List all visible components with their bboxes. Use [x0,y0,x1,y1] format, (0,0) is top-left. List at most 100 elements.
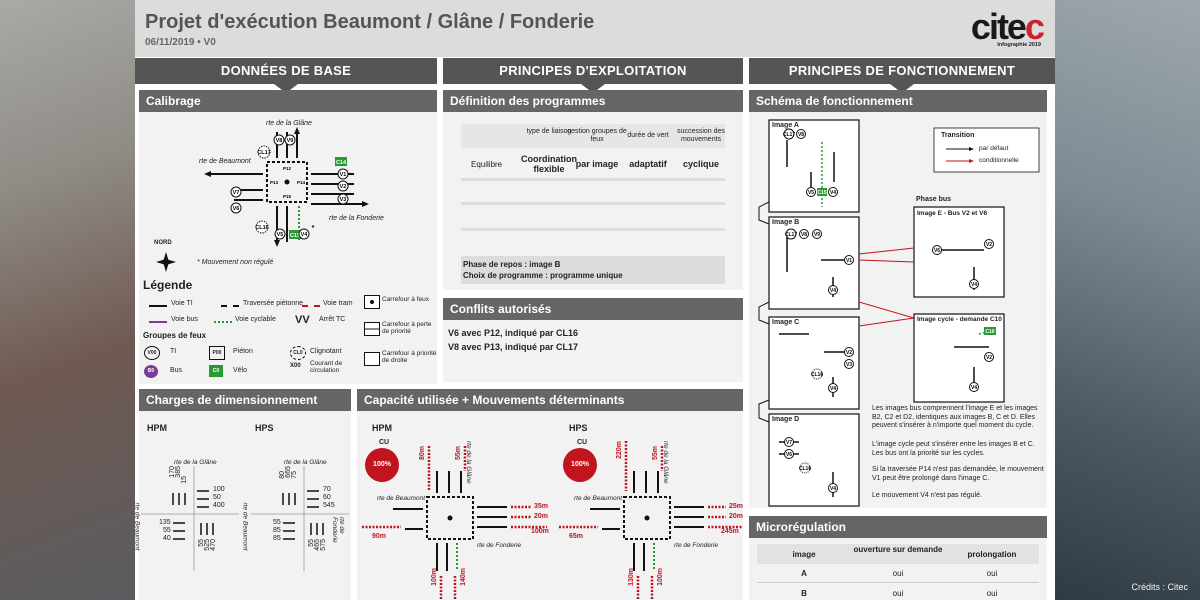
svg-text:V6: V6 [233,206,240,212]
prog-header-vert: durée de vert [627,132,669,139]
schema-image-a: Image A [772,122,799,129]
hpm-q-n2: 55m [455,446,462,461]
svg-text:C15: C15 [817,190,826,196]
hps-n3: 75 [291,471,298,479]
svg-text:C15: C15 [290,233,300,239]
conflit-line-1: V6 avec P12, indiqué par CL16 [448,328,579,338]
cu-badge-hps: 100% [563,448,597,482]
svg-text:V6: V6 [934,248,940,254]
carrefour-droite-icon [364,352,380,366]
legende-pieton: Piéton [233,348,253,355]
schema-image-c: Image C [772,319,800,326]
capacite-hps-road-fonderie: rte de Fonderie [674,542,719,549]
hpm-q-e3: 100m [531,528,549,535]
svg-text:V4: V4 [301,232,309,238]
schema-diagram: CL17 V8 V5 C15 V4 CL17 V8 V9 V1 V4 V2 V3… [758,119,1040,507]
svg-text:P12: P12 [283,166,292,171]
cu-label-hpm: CU [379,439,390,446]
legende-groupes-title: Groupes de feux [143,331,207,340]
legende-carrefour-perte: Carrefour à perte de priorité [382,321,432,335]
micro-header-image: image [792,550,816,559]
schema-phase-bus: Phase bus [916,196,952,203]
hpm-q-n1: 80m [419,446,426,461]
hps-q-w: 65m [569,533,584,540]
schema-note-4: Le mouvement V4 n'est pas régulé. [872,492,982,499]
hps-q-s2: 100m [657,568,664,586]
hpm-q-s1: 100m [431,568,438,586]
svg-text:V9: V9 [814,232,820,238]
svg-text:V4: V4 [830,486,836,492]
hps-q-n1: 220m [616,441,623,459]
svg-text:CL17: CL17 [783,132,795,138]
hps-q-e1: 25m [729,503,744,510]
svg-text:V8: V8 [801,232,807,238]
legende-carrefour-droite: Carrefour à priorité de droite [382,350,437,364]
conflit-line-2: V8 avec P13, indiqué par CL17 [448,342,579,352]
arret-tc-icon: VV [295,314,310,326]
prog-cell-liaison: Coordination flexible [521,154,577,174]
calibrage-road-glane: rte de la Glâne [266,120,312,127]
hps-w1: 55 [273,519,281,526]
svg-text:V2: V2 [986,355,992,361]
svg-text:V9: V9 [287,138,294,144]
svg-text:C14: C14 [336,160,347,166]
schema-panel: CL17 V8 V5 C15 V4 CL17 V8 V9 V1 V4 V2 V3… [749,112,1047,508]
prog-header-liaison: type de liaison [526,128,572,135]
hps-q-s1: 130m [628,568,635,586]
charges-hps-road-fonderie: rte de Fonderie [331,517,345,543]
poster-header: Projet d'exécution Beaumont / Glâne / Fo… [135,0,1055,57]
svg-text:CL16: CL16 [811,372,823,378]
svg-text:V4: V4 [971,385,977,391]
legende-velo: Vélo [233,367,248,374]
svg-text:V2: V2 [986,242,992,248]
schema-image-e: Image E - Bus V2 et V6 [917,210,988,217]
svg-text:V4: V4 [830,288,836,294]
schema-par-defaut: par défaut [979,145,1009,152]
legende-voie-tram: Voie tram [323,300,353,307]
svg-text:V2: V2 [846,350,852,356]
svg-text:V3: V3 [846,362,852,368]
calibrage-diagram: CL17 V8 V9 C14 V7 V6 V1 V2 V3 CL16 V5 C1… [156,127,369,272]
page-subtitle: 06/11/2019 • V0 [145,37,216,48]
hps-q-e3: 245m [721,528,739,535]
svg-text:V2: V2 [340,184,347,190]
capacite-hps-road-beaumont: rte de Beaumont [574,495,623,502]
charges-hps-road-glane: rte de la Glâne [284,459,327,466]
svg-text:CL16: CL16 [255,225,268,231]
legende-title: Légende [143,278,193,292]
programmes-panel: type de liaison gestion groupes de feux … [443,112,743,290]
prog-cell-vert: adaptatif [629,159,667,169]
svg-text:V8: V8 [798,132,804,138]
poster: Projet d'exécution Beaumont / Glâne / Fo… [135,0,1055,600]
hpm-q-s2: 140m [460,568,467,586]
hpm-q-w: 90m [372,533,387,540]
micro-header-prolongation: prolongation [967,550,1017,559]
hps-q-n2: 55m [652,446,659,461]
calibrage-nord: NORD [154,240,172,246]
svg-text:P14: P14 [297,180,306,185]
legende-bus: Bus [170,367,183,374]
svg-text:C10: C10 [985,329,994,335]
svg-text:*: * [312,225,315,232]
schema-note-1: Les images bus comprennent l'image E et … [872,405,1038,429]
legende-courant: Courant de circulation [310,360,343,374]
svg-text:V4: V4 [830,190,836,196]
cu-badge-hpm: 100% [365,448,399,482]
section-programmes: Définition des programmes [443,90,743,120]
legende-carrefour-feux: Carrefour à feux [382,296,429,303]
legende-voie-bus: Voie bus [171,316,198,323]
hpm-w2: 55 [163,527,171,534]
citec-logo: citec Infographie 2019 [957,6,1047,50]
legende-voie-cyclable: Voie cyclable [235,316,276,323]
svg-text:V7: V7 [233,190,240,196]
schema-image-b: Image B [772,219,800,226]
background-left [0,0,135,600]
section-conflits: Conflits autorisés [443,298,743,328]
svg-text:V4: V4 [830,386,836,392]
micro-row-a-prolongation: oui [986,569,998,578]
prog-header-gestion: gestion groupes de feux [567,128,627,143]
micro-header-ouverture: ouverture sur demande [853,545,943,554]
hps-w2: 85 [273,527,281,534]
schema-note-2: L'image cycle peut s'insérer entre les i… [872,441,1035,457]
legende-ti: TI [170,348,177,355]
